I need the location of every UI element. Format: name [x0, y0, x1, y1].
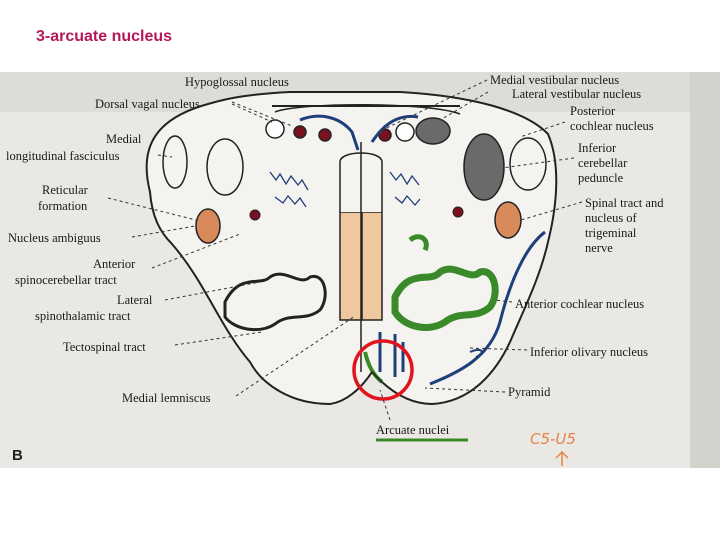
- label-inf-cerebellar-line2: cerebellar: [578, 156, 628, 170]
- label-mlf-line2: longitudinal fasciculus: [6, 149, 120, 163]
- medial-lemniscus-left: [339, 211, 363, 321]
- medulla-diagram: Hypoglossal nucleus Dorsal vagal nucleus…: [0, 72, 720, 468]
- highlight-circle: [352, 339, 414, 401]
- pyramid: [329, 370, 433, 405]
- inferior-olive-left: [223, 272, 327, 332]
- hypoglossal-nucleus-left: [293, 125, 307, 139]
- handwritten-arrow: [555, 450, 569, 466]
- label-anterior-cochlear: Anterior cochlear nucleus: [515, 297, 644, 311]
- hypoglossal-nucleus-right: [378, 128, 392, 142]
- label-ant-spinocerebellar-line2: spinocerebellar tract: [15, 273, 117, 287]
- lateral-mass-right: [509, 137, 547, 191]
- label-posterior-cochlear-line1: Posterior: [570, 104, 616, 118]
- label-arcuate: Arcuate nuclei: [376, 423, 450, 437]
- label-reticular-line2: formation: [38, 199, 88, 213]
- slide-title: 3-arcuate nucleus: [36, 28, 173, 45]
- label-spinal-trigeminal-line4: nerve: [585, 241, 613, 255]
- reticular-formation: [269, 171, 421, 208]
- handwritten-note: C5-U5: [530, 430, 576, 448]
- nucleus-ambiguus-left: [195, 208, 221, 244]
- medial-vestibular-nucleus: [415, 117, 451, 145]
- label-hypoglossal: Hypoglossal nucleus: [185, 75, 289, 89]
- label-mlf-line1: Medial: [106, 132, 142, 146]
- spinal-trigeminal-nucleus: [494, 201, 522, 239]
- label-lat-spinothalamic-line1: Lateral: [117, 293, 153, 307]
- label-spinal-trigeminal-line3: trigeminal: [585, 226, 637, 240]
- label-lat-spinothalamic-line2: spinothalamic tract: [35, 309, 131, 323]
- label-dorsal-vagal: Dorsal vagal nucleus: [95, 97, 200, 111]
- label-reticular-line1: Reticular: [42, 183, 89, 197]
- inferior-cerebellar-peduncle: [463, 133, 505, 201]
- inferior-olive-right: [391, 265, 499, 331]
- panel-letter: B: [12, 447, 23, 464]
- label-ambiguus: Nucleus ambiguus: [8, 231, 101, 245]
- medial-lemniscus-right: [361, 211, 383, 321]
- label-lateral-vestibular: Lateral vestibular nucleus: [512, 87, 641, 101]
- label-posterior-cochlear-line2: cochlear nucleus: [570, 119, 654, 133]
- label-spinal-trigeminal-line2: nucleus of: [585, 211, 638, 225]
- fiber-tract: [299, 114, 419, 151]
- dorsal-vagal-nucleus-left: [265, 119, 285, 139]
- label-pyramid: Pyramid: [508, 385, 551, 399]
- label-tectospinal: Tectospinal tract: [63, 340, 146, 354]
- label-inferior-olivary: Inferior olivary nucleus: [530, 345, 648, 359]
- peduncle-left: [206, 138, 244, 196]
- label-medial-lemniscus: Medial lemniscus: [122, 391, 211, 405]
- label-medial-vestibular: Medial vestibular nucleus: [490, 73, 619, 87]
- label-spinal-trigeminal-line1: Spinal tract and: [585, 196, 664, 210]
- label-inf-cerebellar-line3: peduncle: [578, 171, 624, 185]
- label-ant-spinocerebellar-line1: Anterior: [93, 257, 136, 271]
- label-inf-cerebellar-line1: Inferior: [578, 141, 617, 155]
